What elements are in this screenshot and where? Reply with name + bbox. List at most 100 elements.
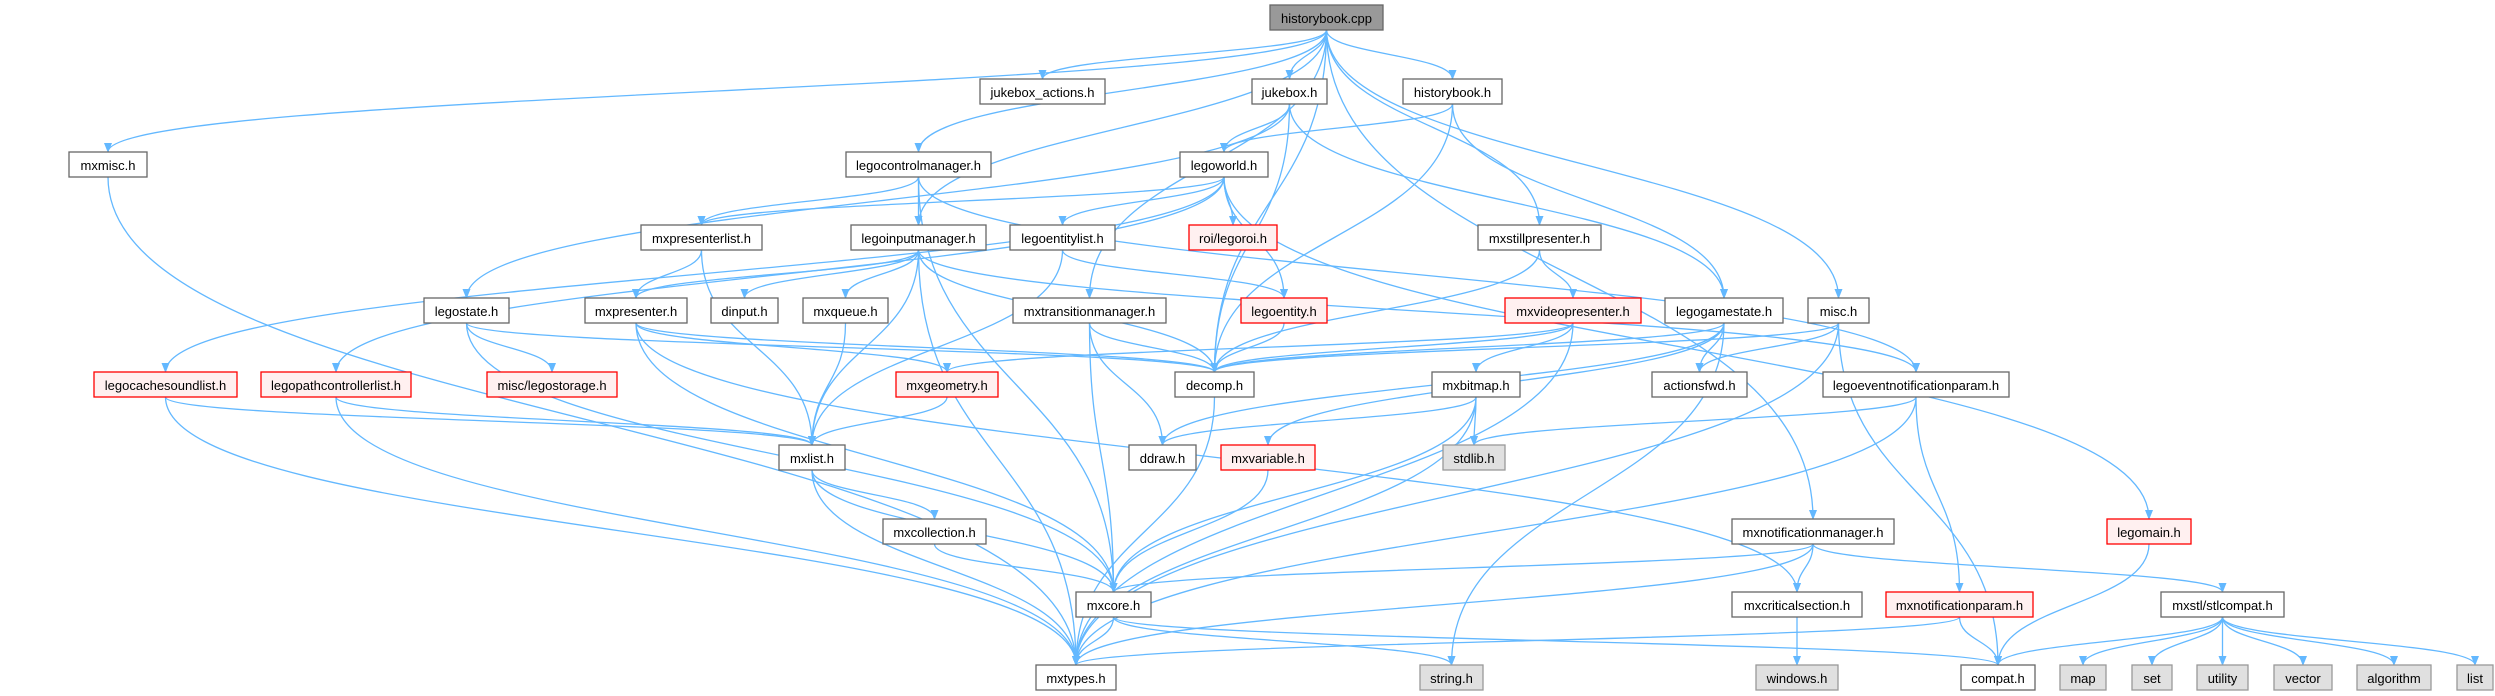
node-map: map <box>2059 664 2107 691</box>
node-label: legogamestate.h <box>1676 304 1772 319</box>
node-historybook_h[interactable]: historybook.h <box>1402 78 1503 105</box>
node-jukebox_actions[interactable]: jukebox_actions.h <box>979 78 1106 105</box>
edge-mxnotificationmanager-to-mxcore <box>1109 543 1814 593</box>
edge-historybook_cpp-to-legocontrolmanager <box>914 29 1328 153</box>
node-box <box>1012 297 1167 324</box>
edge-stlcompat-to-vector <box>2221 616 2307 666</box>
node-mxcriticalsection[interactable]: mxcriticalsection.h <box>1731 591 1863 618</box>
node-compat[interactable]: compat.h <box>1960 664 2036 691</box>
edge-mxstillpresenter-to-mxvideopresenter <box>1538 249 1577 299</box>
node-historybook_cpp: historybook.cpp <box>1269 4 1384 31</box>
node-legoworld[interactable]: legoworld.h <box>1179 151 1269 178</box>
node-legocachesoundlist[interactable]: legocachesoundlist.h <box>93 371 238 398</box>
node-mxbitmap[interactable]: mxbitmap.h <box>1431 371 1521 398</box>
node-label: stdlib.h <box>1453 451 1494 466</box>
node-stlcompat[interactable]: mxstl/stlcompat.h <box>2160 591 2285 618</box>
node-box <box>1504 297 1642 324</box>
node-mxnotificationparam[interactable]: mxnotificationparam.h <box>1885 591 2034 618</box>
node-legoroi[interactable]: roi/legoroi.h <box>1188 224 1278 251</box>
node-mxcollection[interactable]: mxcollection.h <box>882 518 987 545</box>
node-box <box>778 444 846 471</box>
node-label: compat.h <box>1971 671 2024 686</box>
node-mxmisc[interactable]: mxmisc.h <box>68 151 148 178</box>
node-mxgeometry[interactable]: mxgeometry.h <box>895 371 999 398</box>
node-decomp[interactable]: decomp.h <box>1174 371 1255 398</box>
node-box <box>1188 224 1278 251</box>
edge-legoinputmanager-to-mxqueue <box>841 249 920 299</box>
node-mxvideopresenter[interactable]: mxvideopresenter.h <box>1504 297 1642 324</box>
edges-layer <box>104 29 2479 666</box>
node-label: mxcore.h <box>1087 598 1140 613</box>
node-label: mxstl/stlcompat.h <box>2172 598 2272 613</box>
node-label: utility <box>2208 671 2238 686</box>
edge-mxqueue-to-mxlist <box>808 322 847 446</box>
node-box <box>845 151 992 178</box>
edge-historybook_cpp-to-misc <box>1325 29 1843 299</box>
node-algorithm: algorithm <box>2356 664 2432 691</box>
edge-mxbitmap-to-mxtypes <box>1072 396 1477 666</box>
edge-stlcompat-to-map <box>2079 616 2224 666</box>
node-mxstillpresenter[interactable]: mxstillpresenter.h <box>1477 224 1602 251</box>
node-list: list <box>2456 664 2494 691</box>
node-jukebox[interactable]: jukebox.h <box>1251 78 1328 105</box>
node-mxtransitionmanager[interactable]: mxtransitionmanager.h <box>1012 297 1167 324</box>
edge-mxtransitionmanager-to-mxcore <box>1088 322 1118 593</box>
node-legoinputmanager[interactable]: legoinputmanager.h <box>850 224 987 251</box>
edge-mxnotificationmanager-to-stlcompat <box>1812 543 2227 593</box>
node-label: roi/legoroi.h <box>1199 231 1267 246</box>
node-label: legomain.h <box>2117 525 2181 540</box>
edge-mxcore-to-compat <box>1112 616 2002 666</box>
node-label: mxnotificationmanager.h <box>1743 525 1884 540</box>
node-label: mxqueue.h <box>813 304 877 319</box>
edge-mxlist-to-mxcollection <box>811 469 939 520</box>
node-mxnotificationmanager[interactable]: mxnotificationmanager.h <box>1731 518 1895 545</box>
node-mxvariable[interactable]: mxvariable.h <box>1220 444 1316 471</box>
node-legocontrolmanager[interactable]: legocontrolmanager.h <box>845 151 992 178</box>
edge-historybook_cpp-to-mxstillpresenter <box>1325 29 1544 226</box>
node-box <box>2273 664 2333 691</box>
node-mxcore[interactable]: mxcore.h <box>1075 591 1152 618</box>
node-legogamestate[interactable]: legogamestate.h <box>1664 297 1784 324</box>
edge-legopathcontrollerlist-to-mxtypes <box>335 396 1080 666</box>
node-box <box>1220 444 1316 471</box>
node-box <box>1731 591 1863 618</box>
node-mxlist[interactable]: mxlist.h <box>778 444 846 471</box>
node-legoentitylist[interactable]: legoentitylist.h <box>1009 224 1116 251</box>
node-label: jukebox_actions.h <box>989 85 1094 100</box>
edge-mxtransitionmanager-to-ddraw <box>1088 322 1167 446</box>
node-ddraw[interactable]: ddraw.h <box>1128 444 1197 471</box>
node-label: legoentity.h <box>1251 304 1317 319</box>
node-dinput[interactable]: dinput.h <box>710 297 779 324</box>
node-box <box>1442 444 1506 471</box>
node-legomain[interactable]: legomain.h <box>2106 518 2192 545</box>
node-box <box>979 78 1106 105</box>
node-box <box>68 151 148 178</box>
node-label: dinput.h <box>721 304 767 319</box>
node-legostorage[interactable]: misc/legostorage.h <box>486 371 618 398</box>
node-label: jukebox.h <box>1261 85 1318 100</box>
node-legoeventnotificationparam[interactable]: legoeventnotificationparam.h <box>1822 371 2010 398</box>
edge-historybook_cpp-to-mxmisc <box>104 29 1328 153</box>
node-label: algorithm <box>2367 671 2420 686</box>
node-mxtypes[interactable]: mxtypes.h <box>1035 664 1117 691</box>
node-misc[interactable]: misc.h <box>1807 297 1870 324</box>
edge-legoworld-to-mxpresenterlist <box>697 176 1225 226</box>
node-legopathcontrollerlist[interactable]: legopathcontrollerlist.h <box>260 371 412 398</box>
node-label: mxstillpresenter.h <box>1489 231 1590 246</box>
node-mxqueue[interactable]: mxqueue.h <box>802 297 889 324</box>
node-mxpresenterlist[interactable]: mxpresenterlist.h <box>640 224 763 251</box>
node-actionsfwd[interactable]: actionsfwd.h <box>1651 371 1748 398</box>
edge-mxnotificationmanager-to-mxtypes <box>1072 543 1814 666</box>
edge-stlcompat-to-compat <box>1994 616 2224 666</box>
node-box <box>2059 664 2107 691</box>
edge-legoinputmanager-to-mxpresenter <box>632 249 920 299</box>
node-legostate[interactable]: legostate.h <box>423 297 510 324</box>
node-mxpresenter[interactable]: mxpresenter.h <box>584 297 688 324</box>
node-box <box>1885 591 2034 618</box>
node-box <box>1179 151 1269 178</box>
node-box <box>1755 664 1839 691</box>
edge-mxnotificationmanager-to-mxcriticalsection <box>1793 543 1814 593</box>
node-legoentity[interactable]: legoentity.h <box>1240 297 1328 324</box>
edge-mxpresenter-to-mxcore <box>635 322 1118 593</box>
